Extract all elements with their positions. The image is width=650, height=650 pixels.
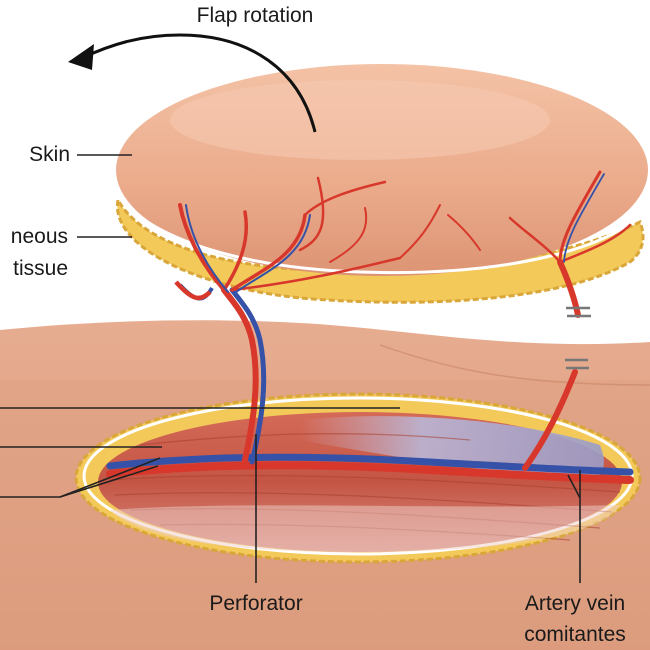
- subcutaneous-label-line2: tissue: [13, 257, 68, 280]
- skin-label: Skin: [29, 143, 70, 166]
- right-vessel-clips-lower: [565, 358, 589, 370]
- flap-rotation-label: Flap rotation: [196, 4, 314, 27]
- subcutaneous-label-line1: neous: [10, 225, 68, 248]
- right-vessel-lower: [522, 369, 578, 471]
- perforator-artery: [221, 287, 259, 467]
- artery-vein-label-line1: Artery vein: [524, 592, 626, 615]
- artery-vein-label-line2: comitantes: [524, 623, 626, 646]
- source-vein: [106, 453, 634, 476]
- right-vessel-clips-upper: [566, 306, 591, 318]
- flap-vessels: [178, 170, 632, 293]
- source-artery: [106, 461, 634, 484]
- body-skin-crease: [379, 344, 650, 386]
- flap-rotation-arrow: [81, 33, 317, 133]
- leader-lines: [0, 154, 581, 583]
- flap-pedicle-artery: [174, 280, 212, 301]
- perforator-label: Perforator: [209, 592, 303, 615]
- flap-skin-edge: [116, 195, 641, 275]
- muscle-lower-sheen: [110, 505, 620, 552]
- perforator-vein: [229, 287, 267, 465]
- wound-skin-edge: [82, 396, 634, 556]
- right-vessel-upper: [557, 259, 581, 318]
- flap-skin-highlight: [170, 80, 550, 160]
- flap-rotation-arrowhead: [68, 44, 94, 70]
